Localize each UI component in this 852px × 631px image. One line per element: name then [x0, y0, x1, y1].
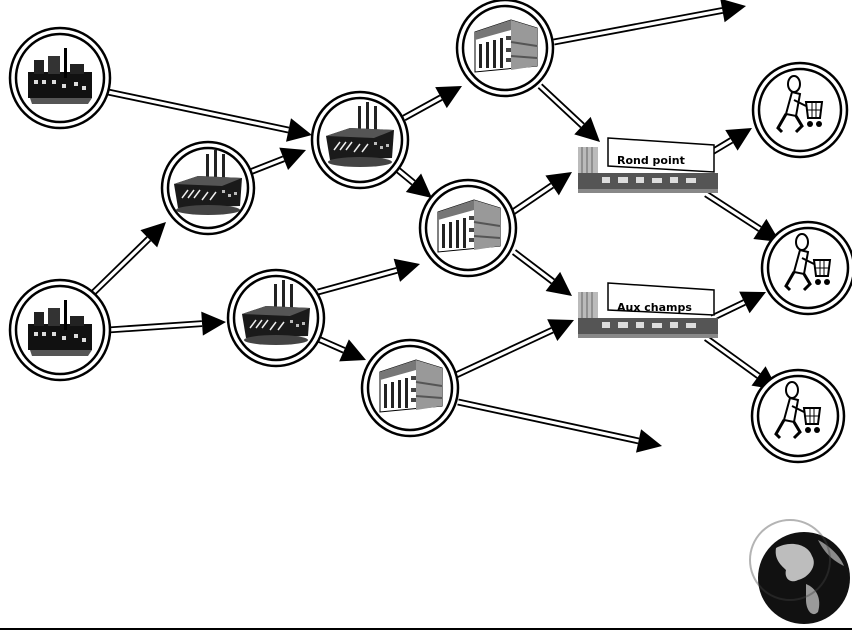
flow-arrow — [248, 147, 306, 176]
flow-arrow — [395, 167, 432, 198]
flow-arrow — [511, 249, 572, 296]
flow-arrow — [553, 0, 746, 46]
store-label-aux-champs: Aux champs — [617, 301, 692, 314]
flow-arrow — [704, 191, 780, 242]
warehouse-icon-node — [360, 338, 460, 438]
flow-arrow — [107, 88, 312, 142]
shopper-cart-icon-node — [751, 61, 849, 159]
store-sign — [607, 137, 715, 173]
arrow-connectors — [87, 0, 780, 453]
flow-arrow — [402, 86, 462, 121]
flow-arrow — [508, 172, 572, 217]
flow-arrow — [452, 319, 574, 380]
flow-arrow — [537, 83, 600, 142]
factory-icon-node — [226, 268, 326, 368]
flow-arrow — [710, 291, 766, 322]
warehouse-icon-node — [455, 0, 555, 98]
store-aux-champs: Aux champs — [577, 282, 719, 339]
factory-icon-node — [310, 90, 410, 190]
flow-arrow — [107, 311, 226, 336]
flow-arrow — [457, 398, 662, 453]
warehouse-icon-node — [418, 178, 518, 278]
shopper-cart-icon-node — [760, 220, 852, 316]
globe-icon — [749, 519, 850, 624]
store-sign — [607, 282, 715, 316]
factory-icon-node — [160, 140, 256, 236]
flow-arrow — [87, 222, 166, 299]
store-rond-point: Rond point — [577, 137, 719, 194]
store-label-rond-point: Rond point — [617, 154, 685, 167]
flow-arrow — [314, 334, 366, 362]
power-plant-icon-node — [8, 278, 112, 382]
flow-arrow — [317, 258, 420, 296]
flow-arrow — [710, 128, 752, 155]
power-plant-icon-node — [8, 26, 112, 130]
shopper-cart-icon-node — [750, 368, 846, 464]
